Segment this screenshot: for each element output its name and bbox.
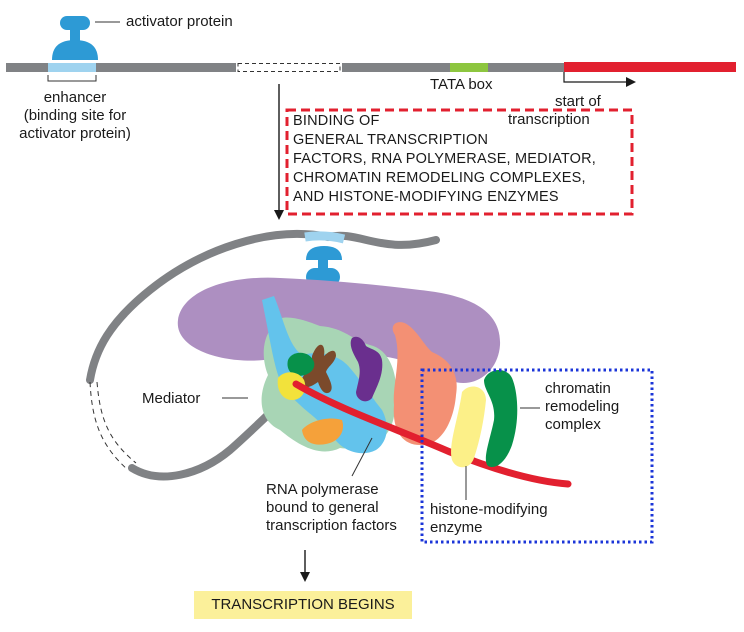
chromatin-label: chromatin remodeling complex [545, 380, 620, 433]
tata-box-segment [450, 63, 488, 72]
chromatin-modifier-box [420, 368, 654, 544]
mediator-label: Mediator [142, 390, 201, 407]
dna-gap-dashed [237, 63, 341, 72]
yellow-subunit [277, 372, 306, 400]
enhancer-segment [48, 63, 96, 72]
transcription-begins-label: TRANSCRIPTION BEGINS [194, 591, 412, 619]
activator-protein-icon [52, 16, 98, 60]
binding-text: BINDING OF GENERAL TRANSCRIPTION FACTORS… [293, 113, 597, 205]
transcribed-region [564, 62, 736, 72]
chromatin-remodeling-shape [484, 369, 518, 468]
green-subunit [287, 352, 315, 376]
transcription-start-arrow [563, 72, 636, 87]
histone-enzyme-label: histone-modifying enzyme [430, 501, 548, 536]
start-label-line2: transcription [508, 111, 590, 128]
dna-loop-dashed-outer [96, 381, 137, 464]
salmon-subunit [392, 322, 457, 446]
orange-subunit [302, 418, 344, 445]
brown-subunit [301, 344, 336, 394]
enhancer-bracket [47, 75, 97, 82]
start-label-line1: start of [555, 93, 601, 110]
rna-transcript [292, 380, 572, 488]
dna-loop-dashed-inner [89, 381, 129, 471]
binding-box [285, 108, 634, 216]
enhancer-label: enhancer (binding site for activator pro… [19, 89, 131, 142]
polymerase-leader [351, 437, 373, 477]
tata-box-label: TATA box [430, 76, 493, 93]
purple-subunit [350, 336, 383, 402]
activator-protein-label: activator protein [126, 13, 233, 30]
dna-loop [86, 230, 440, 384]
histone-modifying-enzyme-shape [451, 386, 486, 468]
rna-polymerase-label: RNA polymerase bound to general transcri… [266, 481, 397, 534]
dna-segment-left [6, 63, 236, 72]
loop-enhancer-segment [304, 231, 346, 244]
